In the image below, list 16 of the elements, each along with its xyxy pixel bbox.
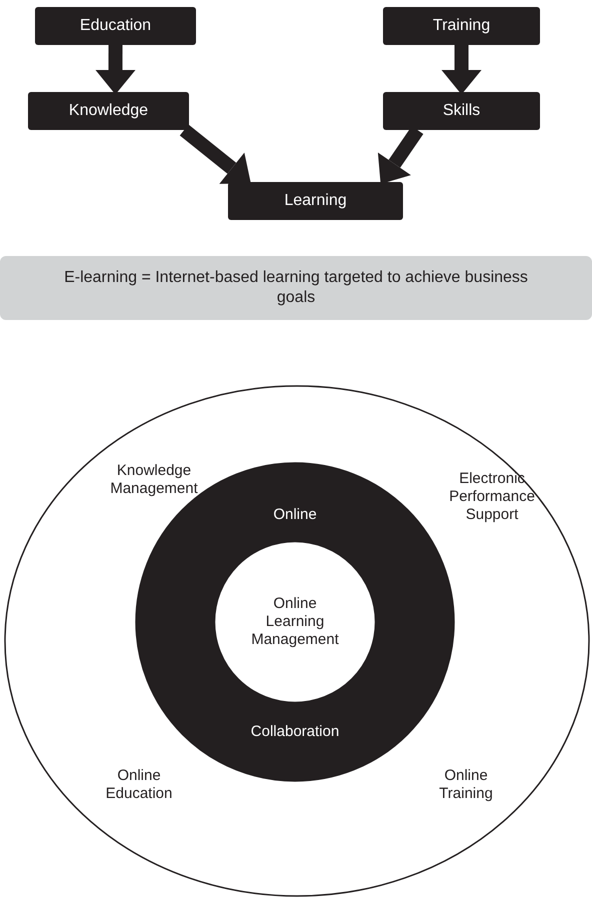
process-box: Knowledge: [28, 92, 189, 130]
process-box: Training: [383, 7, 540, 45]
circle-label: Online Education: [104, 767, 174, 803]
process-box: Skills: [383, 92, 540, 130]
process-box: Learning: [228, 182, 403, 220]
definition-banner: E-learning = Internet-based learning targeted to achieve business goals: [0, 256, 592, 320]
block-arrow: [95, 45, 136, 94]
circle-label: Collaboration: [250, 723, 340, 741]
block-arrow: [442, 45, 482, 94]
circle-label: Electronic Performance Support: [448, 470, 536, 524]
circle-label: Online: [272, 506, 318, 524]
circle-label: Online Training: [438, 767, 494, 803]
process-box: Education: [35, 7, 196, 45]
block-arrow: [180, 124, 251, 184]
circle-label: Online Learning Management: [250, 595, 340, 649]
circle-label: Knowledge Management: [109, 462, 199, 498]
